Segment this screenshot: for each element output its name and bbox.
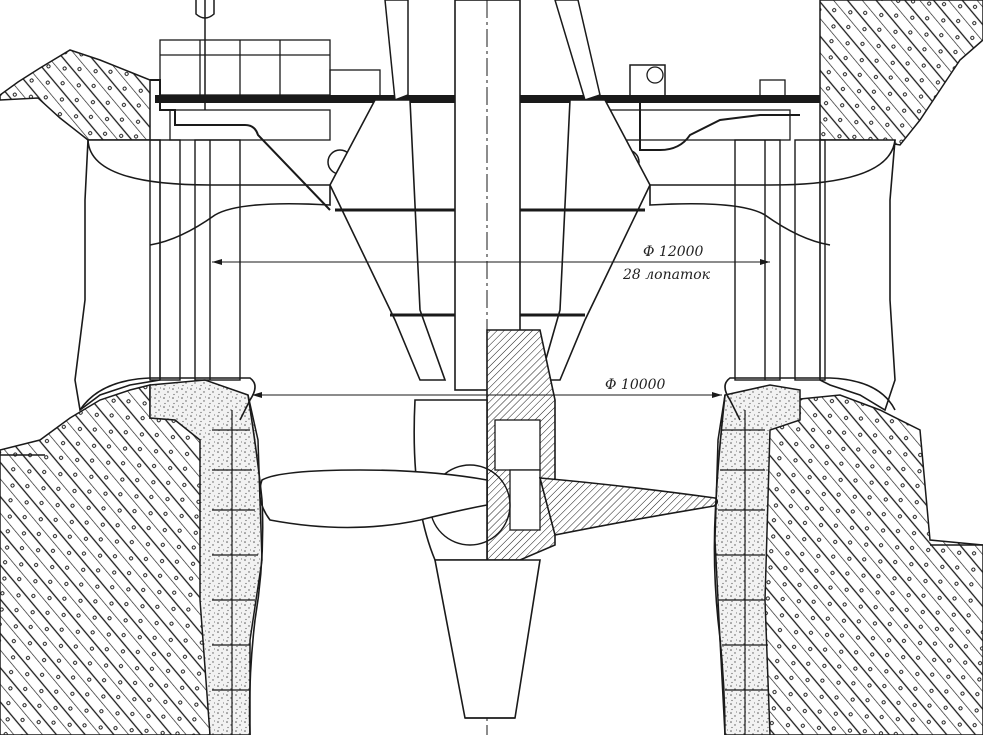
left-lower-soil (0, 384, 211, 735)
dim-blade-count-label: 28 лопаток (622, 267, 711, 283)
left-stay-ring (74, 139, 161, 412)
right-pipe-run (639, 100, 800, 151)
left-strut (384, 0, 409, 102)
left-platform-box (169, 109, 331, 141)
hub-inner-part (509, 469, 541, 531)
right-runner-blade-section (538, 477, 719, 536)
right-gearbox (759, 79, 786, 101)
right-inner-cone (538, 99, 651, 381)
right-lining-blocks (716, 410, 768, 735)
runner-cone-nose (434, 559, 541, 719)
right-motor (629, 64, 666, 101)
dimension-inner-diameter (252, 392, 722, 398)
dim-inner-diameter-label: Φ 10000 (605, 377, 666, 393)
deck-beam-right (520, 95, 820, 103)
left-guide-vanes (149, 139, 241, 381)
left-upper-embankment (0, 49, 151, 141)
left-lining-blocks (212, 410, 258, 735)
left-hook (195, 0, 215, 19)
right-head-cover (649, 139, 896, 246)
top-railing (159, 39, 381, 101)
right-strut (554, 0, 601, 101)
right-upper-embankment (819, 0, 983, 146)
left-bottom-ring (79, 377, 256, 421)
left-discharge-wall (247, 394, 264, 735)
right-motor-wheel (646, 66, 664, 84)
right-stay-ring (819, 139, 896, 412)
left-inner-cone (329, 99, 447, 381)
left-pipe-run (150, 79, 331, 211)
left-runner-blade (259, 469, 488, 529)
right-lower-soil (759, 394, 983, 735)
left-head-cover (87, 139, 331, 246)
deck-beam-left (155, 95, 455, 103)
right-guide-vanes (734, 139, 826, 381)
right-discharge-wall (713, 394, 726, 735)
dim-outer-diameter-label: Φ 12000 (643, 244, 704, 260)
right-bottom-ring (724, 377, 896, 421)
dimension-outer-diameter (212, 259, 770, 265)
hub-cavity (494, 419, 541, 471)
